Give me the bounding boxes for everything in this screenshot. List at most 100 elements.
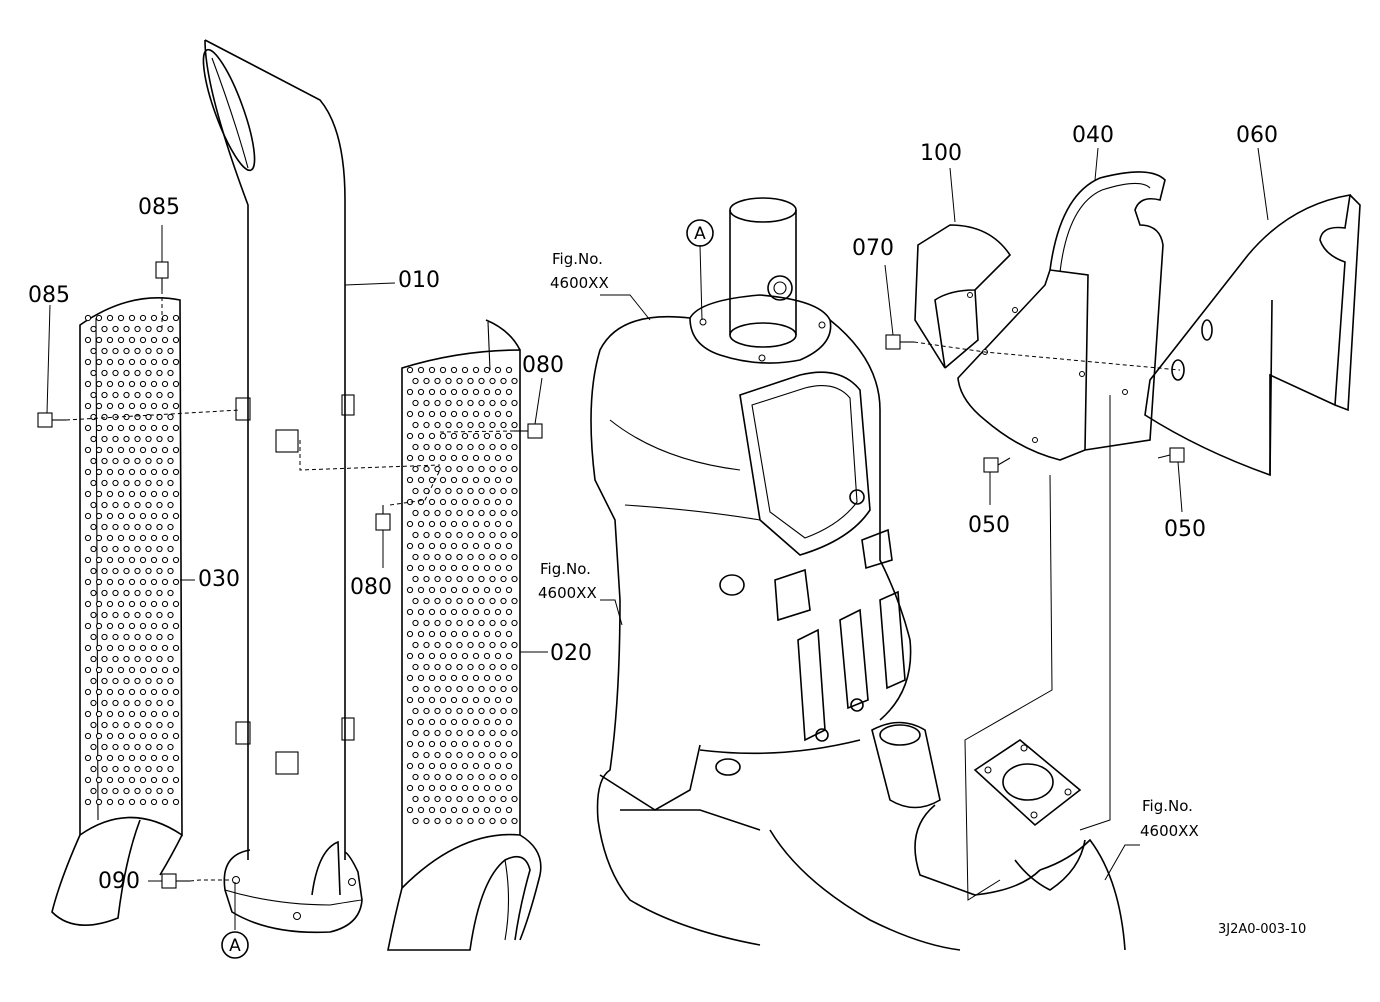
perforation-hole [489,751,496,759]
perforation-hole [139,798,147,806]
perforation-hole [145,655,152,663]
perforation-hole [439,410,447,418]
perforation-hole [161,314,169,322]
perforation-hole [511,553,518,561]
perforation-hole [434,597,441,605]
perforation-hole [417,718,425,726]
perforation-hole [428,806,436,814]
perforation-hole [445,817,452,825]
perforation-hole [450,476,458,484]
perforation-hole [123,391,130,399]
perforation-hole [139,314,147,322]
perforation-hole [406,740,414,748]
perforation-hole [505,410,513,418]
perforation-hole [161,512,169,520]
perforation-hole [139,600,147,608]
perforation-hole [434,641,441,649]
perforation-hole [95,798,103,806]
perforation-hole [478,597,485,605]
perforation-hole [123,347,130,355]
perforation-hole [112,633,119,641]
perforation-hole [106,424,114,432]
perforation-hole [167,611,174,619]
perforation-hole [439,784,447,792]
perforation-hole [494,454,502,462]
perforation-hole [478,663,485,671]
perforation-hole [456,685,463,693]
perforation-hole [500,685,507,693]
perforation-hole [134,787,141,795]
perforation-hole [128,754,136,762]
perforation-hole [494,520,502,528]
perforation-hole [467,817,474,825]
perforation-hole [428,762,436,770]
perforation-hole [489,575,496,583]
perforation-hole [112,589,119,597]
perforation-hole [472,410,480,418]
perforation-hole [172,534,180,542]
perforation-hole [423,641,430,649]
perforation-hole [450,454,458,462]
perforation-hole [412,641,419,649]
perforation-hole [505,586,513,594]
perforation-hole [84,754,92,762]
perforation-hole [167,545,174,553]
perforation-hole [106,358,114,366]
perforation-hole [439,718,447,726]
perforation-hole [128,358,136,366]
perforation-hole [172,798,180,806]
perforation-hole [456,707,463,715]
perforation-hole [505,718,513,726]
perforation-hole [472,740,480,748]
bolt-080-mid [375,505,391,531]
perforation-hole [90,545,97,553]
perforation-hole [117,776,125,784]
perforation-hole [406,674,414,682]
perforation-hole [467,663,474,671]
perforation-hole [467,597,474,605]
perforation-hole [128,534,136,542]
perforation-hole [90,347,97,355]
perforation-hole [445,377,452,385]
perforation-hole [423,597,430,605]
perforation-hole [90,413,97,421]
perforation-hole [128,446,136,454]
perforation-hole [150,622,158,630]
perforation-hole [134,765,141,773]
perforation-hole [161,600,169,608]
perforation-hole [123,721,130,729]
perforation-hole [106,534,114,542]
perforation-hole [172,732,180,740]
perforation-hole [90,677,97,685]
perforation-hole [428,388,436,396]
perforation-hole [483,630,491,638]
perforation-hole [461,542,469,550]
perforation-hole [150,732,158,740]
perforation-hole [139,534,147,542]
perforation-hole [95,710,103,718]
perforation-hole [150,578,158,586]
perforation-hole [150,666,158,674]
perforation-hole [483,740,491,748]
perforation-hole [172,688,180,696]
perforation-hole [128,798,136,806]
perforation-hole [156,501,163,509]
perforation-hole [406,520,414,528]
perforation-hole [456,729,463,737]
perforation-hole [505,542,513,550]
perforation-hole [101,457,108,465]
perforation-hole [478,399,485,407]
perforation-hole [439,652,447,660]
perforation-hole [95,424,103,432]
perforation-hole [472,366,480,374]
perforation-hole [417,586,425,594]
perforation-hole [90,501,97,509]
perforation-hole [139,644,147,652]
perforation-hole [167,633,174,641]
perforation-hole [167,479,174,487]
perforation-hole [84,446,92,454]
perforation-hole [439,586,447,594]
perforation-hole [478,443,485,451]
perforation-hole [489,685,496,693]
perforation-hole [90,391,97,399]
